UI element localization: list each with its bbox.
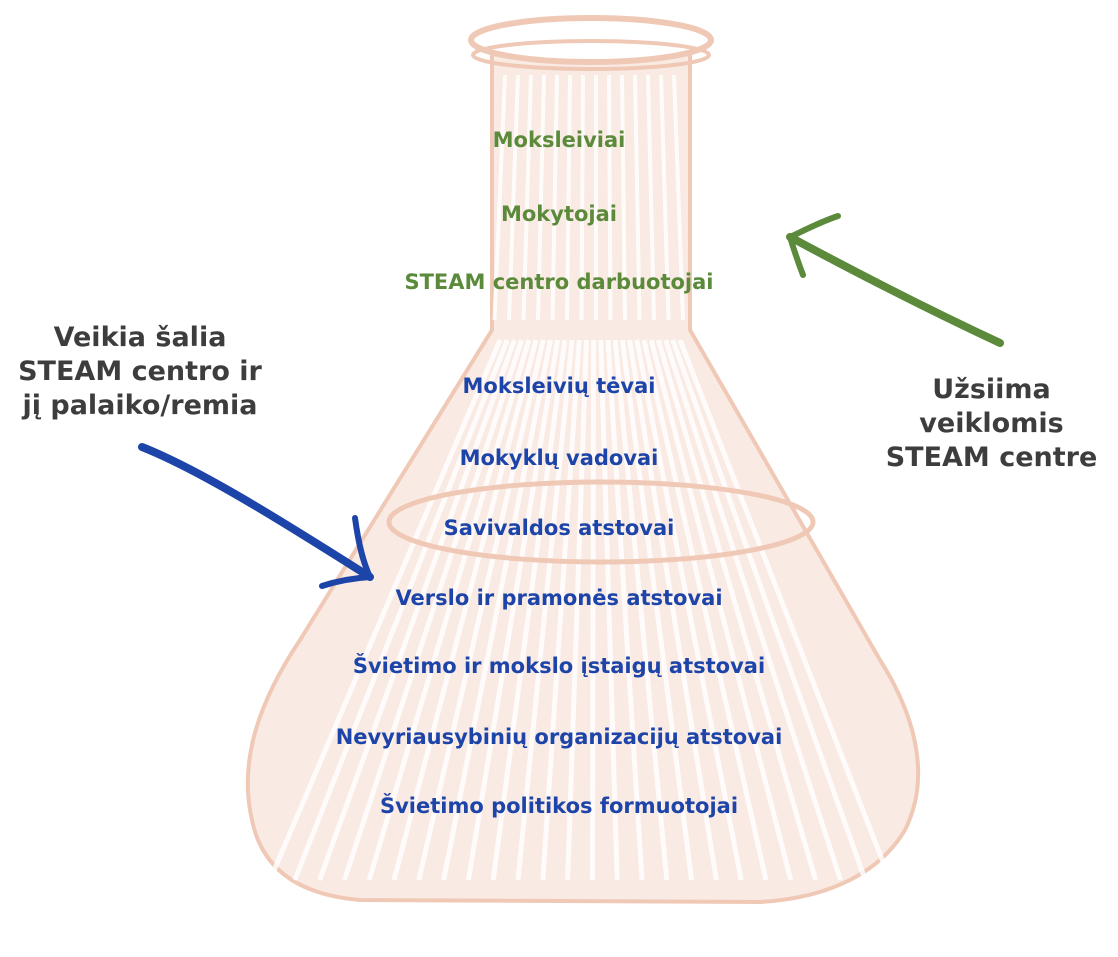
flask-streak [292, 339, 510, 881]
left-note-line: STEAM centro ir [18, 356, 262, 387]
flask-streak [619, 339, 695, 881]
right-note: Užsiima veiklomis STEAM centre [865, 373, 1118, 475]
outer-item-ngo: Nevyriausybinių organizacijų atstovai [335, 725, 783, 749]
outer-item-business: Verslo ir pramonės atstovai [395, 586, 723, 610]
flask-streak [672, 74, 685, 321]
flask-streak [521, 74, 533, 321]
flask-streak [416, 339, 546, 881]
right-note-line: STEAM centre [885, 442, 1098, 473]
left-note: Veikia šalia STEAM centro ir jį palaiko/… [0, 321, 280, 423]
inner-item-teachers: Mokytojai [500, 202, 617, 226]
outer-item-municipality: Savivaldos atstovai [443, 516, 675, 540]
flask-streak [670, 339, 868, 881]
flask-streak [317, 339, 517, 881]
outer-item-education-science: Švietimo ir mokslo įstaigų atstovai [352, 654, 766, 678]
flask-streak [490, 339, 568, 881]
flask-streak [612, 339, 670, 881]
flask-streak [366, 339, 532, 881]
flask-streak [589, 339, 597, 881]
flask-streak [648, 339, 794, 881]
flask-streak [465, 339, 561, 881]
outer-item-policy-makers: Švietimo politikos formuotojai [379, 794, 739, 818]
flask-liquid-line [386, 479, 816, 565]
inner-item-staff: STEAM centro darbuotojai [404, 270, 714, 294]
flask-streak [492, 74, 507, 321]
outer-item-parents: Moksleivių tėvai [462, 374, 656, 398]
flask-streak [391, 339, 539, 881]
flask-streak [565, 339, 589, 881]
outer-item-school-leaders: Mokyklų vadovai [459, 446, 659, 470]
flask-streak [540, 339, 582, 881]
flask-streak [441, 339, 553, 881]
flask-streak [507, 74, 520, 321]
flask-streak [663, 339, 843, 881]
left-note-line: Veikia šalia [53, 322, 227, 353]
flask-streak [598, 339, 620, 881]
inner-item-students: Moksleiviai [492, 128, 626, 152]
flask-streak [641, 339, 769, 881]
flask-streak [655, 339, 819, 881]
flask-streak [659, 74, 671, 321]
right-note-line: veiklomis [919, 408, 1064, 439]
left-note-line: jį palaiko/remia [22, 390, 258, 421]
flask-streak [627, 339, 719, 881]
flask-streak [677, 339, 893, 881]
flask-streak [620, 74, 627, 321]
right-note-line: Užsiima [932, 374, 1051, 405]
flask-streak [565, 74, 572, 321]
flask-streak [536, 74, 546, 321]
flask-streak [515, 339, 575, 881]
flask-streak [550, 74, 559, 321]
flask-streak [633, 74, 642, 321]
flask-streak [579, 74, 585, 321]
flask-streak [607, 74, 613, 321]
flask-streak [605, 339, 645, 881]
flask-rim-lower [471, 39, 711, 71]
flask-streak [267, 339, 503, 881]
flask-streak [646, 74, 656, 321]
flask-streak [634, 339, 744, 881]
flask-streak [342, 339, 524, 881]
